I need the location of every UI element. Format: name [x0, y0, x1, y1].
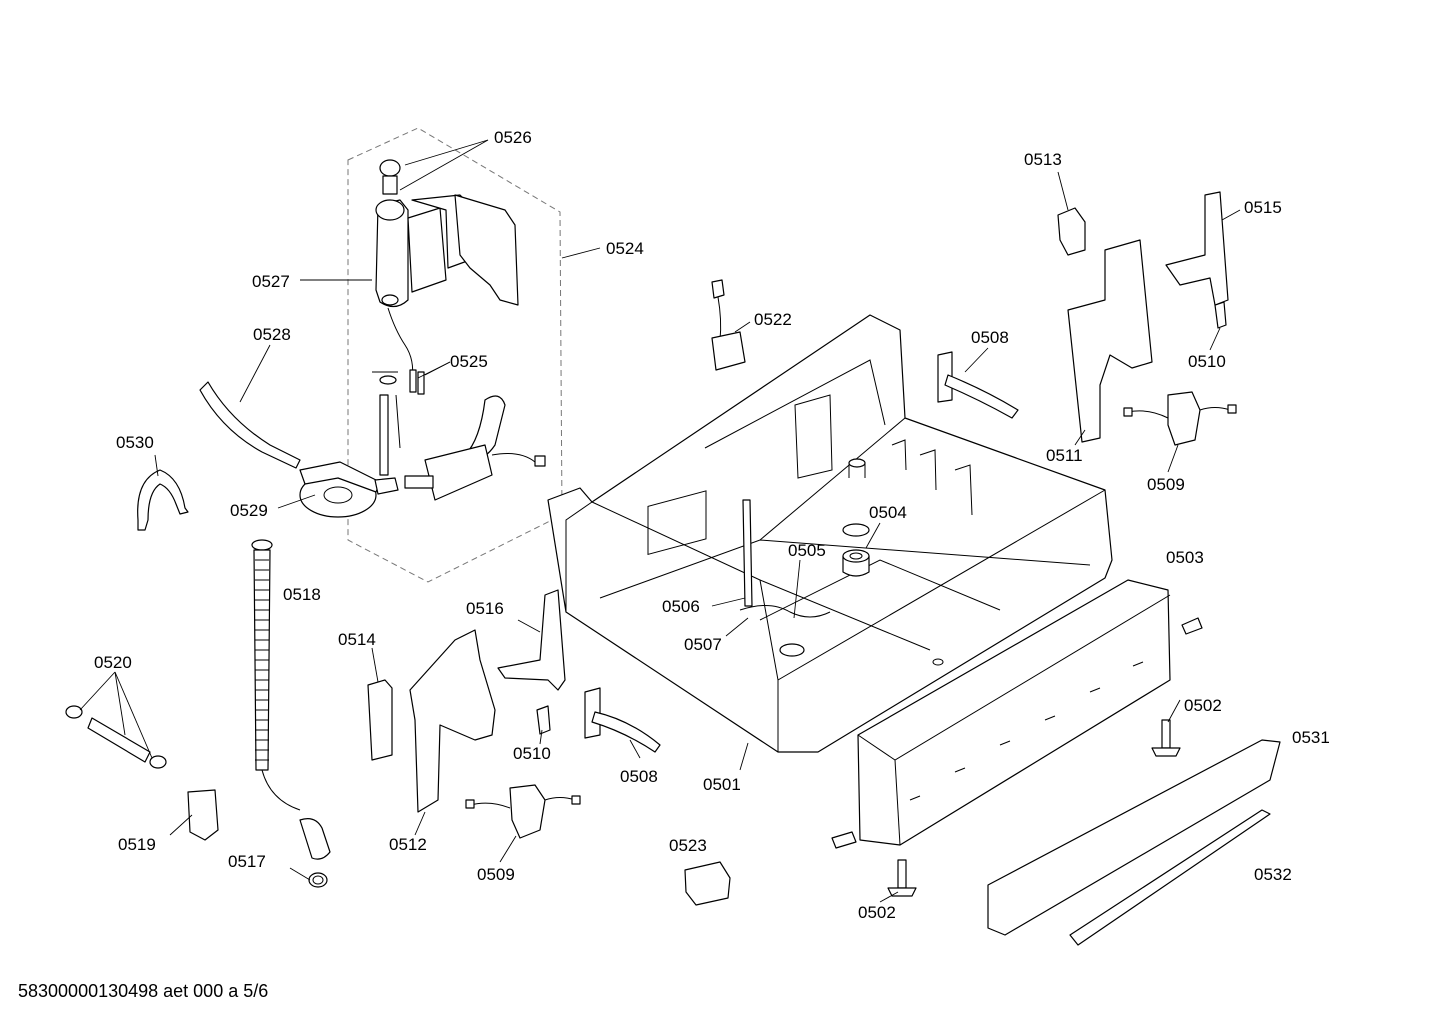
- base-tub: [547, 314, 1113, 753]
- label-0516: 0516: [466, 599, 504, 618]
- small-parts-0525: [372, 369, 425, 476]
- panel-0531: [987, 739, 1281, 936]
- label-0530: 0530: [116, 433, 154, 452]
- leader-lines: [79, 139, 1241, 903]
- bracket-0514: [367, 679, 393, 761]
- label-0528: 0528: [253, 325, 291, 344]
- screw-0502-right: [1151, 719, 1181, 757]
- spring-0508-upper: [937, 351, 1019, 419]
- hose-0528: [199, 381, 301, 469]
- label-0513: 0513: [1024, 150, 1062, 169]
- float-part-0504: [842, 523, 870, 577]
- label-0509-upper: 0509: [1147, 475, 1185, 494]
- screw-small: [831, 831, 857, 849]
- label-0514: 0514: [338, 630, 376, 649]
- bracket-0516: [497, 589, 566, 691]
- door-switch-0509-lower: [465, 784, 581, 839]
- spring-0508-lower: [584, 687, 661, 753]
- heater-assembly: [404, 395, 546, 501]
- screw-0503: [1181, 617, 1203, 635]
- label-0507: 0507: [684, 635, 722, 654]
- part-0523: [684, 861, 731, 906]
- label-0517: 0517: [228, 852, 266, 871]
- drawing-reference: 58300000130498 aet 000 a 5/6: [18, 981, 268, 1001]
- label-0512: 0512: [389, 835, 427, 854]
- door-switch-0509-upper: [1123, 391, 1237, 446]
- strip-0532: [1069, 809, 1271, 946]
- label-0532: 0532: [1254, 865, 1292, 884]
- label-0504: 0504: [869, 503, 907, 522]
- pump-housing-0527: [375, 159, 519, 381]
- label-0502-right: 0502: [1184, 696, 1222, 715]
- clip-0510-lower: [536, 705, 551, 735]
- hose-end-0517: [299, 818, 331, 888]
- label-0510-upper: 0510: [1188, 352, 1226, 371]
- bracket-0512: [409, 629, 496, 813]
- clamp-0530: [137, 469, 189, 531]
- part-labels: 0526 0524 0527 0528 0525 0530 0529 0518 …: [94, 128, 1330, 922]
- label-0501: 0501: [703, 775, 741, 794]
- part-0513: [1057, 207, 1086, 256]
- label-0515: 0515: [1244, 198, 1282, 217]
- screw-0502-bottom: [887, 859, 917, 897]
- hose-0520: [65, 705, 167, 769]
- label-0508-upper: 0508: [971, 328, 1009, 347]
- connector-0519: [187, 789, 219, 841]
- corrugated-hose-0518: [251, 539, 301, 811]
- label-0509-lower: 0509: [477, 865, 515, 884]
- label-0505: 0505: [788, 541, 826, 560]
- vertical-rod-0506: [742, 499, 753, 607]
- label-0519: 0519: [118, 835, 156, 854]
- label-0506: 0506: [662, 597, 700, 616]
- label-0508-lower: 0508: [620, 767, 658, 786]
- label-0525: 0525: [450, 352, 488, 371]
- label-0529: 0529: [230, 501, 268, 520]
- label-0531: 0531: [1292, 728, 1330, 747]
- bracket-0515: [1165, 191, 1229, 306]
- label-0527: 0527: [252, 272, 290, 291]
- clip-0510-upper: [1214, 301, 1227, 329]
- label-0523: 0523: [669, 836, 707, 855]
- label-0510-lower: 0510: [513, 744, 551, 763]
- label-0518: 0518: [283, 585, 321, 604]
- cable-0522: [711, 279, 746, 371]
- label-0526: 0526: [494, 128, 532, 147]
- bracket-0511: [1067, 239, 1153, 443]
- label-0520: 0520: [94, 653, 132, 672]
- label-0511: 0511: [1046, 446, 1083, 465]
- label-0522: 0522: [754, 310, 792, 329]
- label-0502-bottom: 0502: [858, 903, 896, 922]
- label-0524: 0524: [606, 239, 644, 258]
- label-0503: 0503: [1166, 548, 1204, 567]
- drain-pump-0529: [299, 461, 399, 518]
- toe-kick-0503: [857, 579, 1171, 846]
